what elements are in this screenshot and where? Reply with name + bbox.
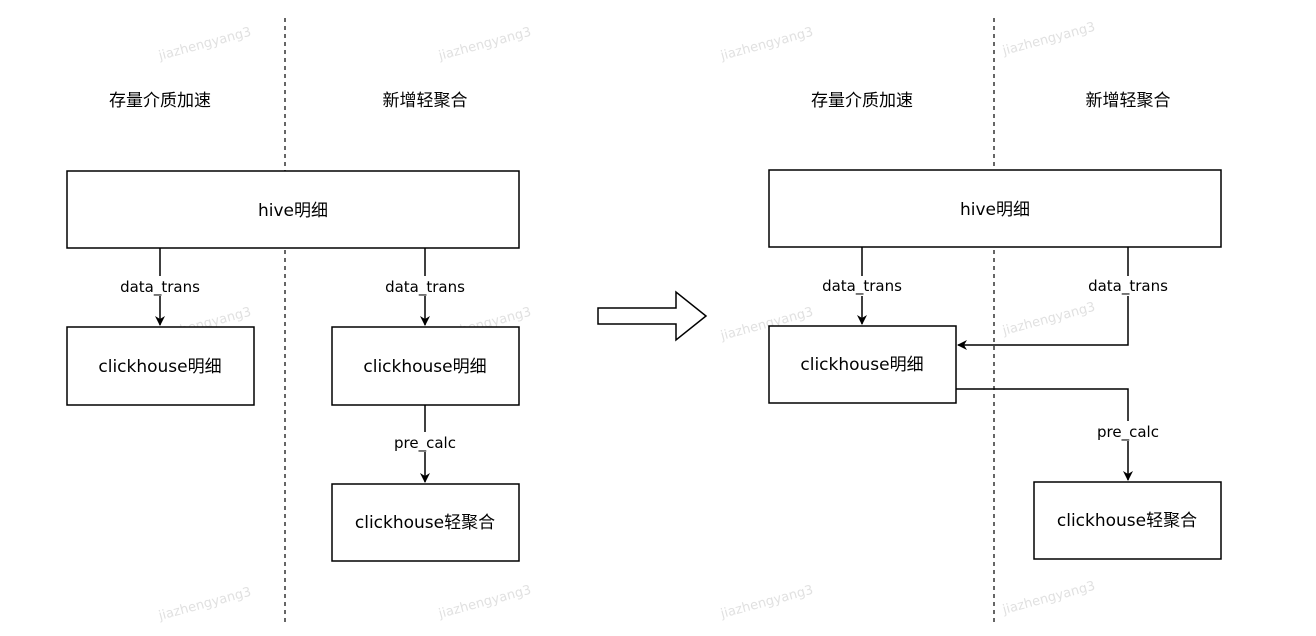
clickhouse-light-agg-label: clickhouse轻聚合 (1057, 511, 1197, 531)
watermark: jiazhengyang3 (718, 583, 815, 622)
hive-detail-node[interactable] (768, 169, 1222, 248)
watermark: jiazhengyang3 (436, 583, 533, 622)
clickhouse-detail-node-right[interactable] (331, 326, 520, 406)
hive-detail-label: hive明细 (960, 200, 1030, 220)
clickhouse-light-agg-node[interactable] (331, 483, 520, 562)
edge-label-bg (818, 276, 906, 296)
hive-detail-node[interactable] (66, 170, 520, 249)
edge-label-pre-calc: pre_calc (1097, 423, 1159, 442)
right-diagram: 存量介质加速 新增轻聚合 hive明细 clickhouse明细 clickho… (768, 18, 1222, 626)
edge-label-bg (1084, 276, 1172, 296)
clickhouse-detail-node[interactable] (768, 325, 957, 404)
edge-label-data-trans: data_trans (1088, 277, 1168, 296)
clickhouse-light-agg-label: clickhouse轻聚合 (355, 513, 495, 533)
clickhouse-detail-label: clickhouse明细 (363, 357, 486, 377)
clickhouse-detail-node-left[interactable] (66, 326, 255, 406)
edge-label-pre-calc: pre_calc (394, 434, 456, 453)
edge-label-bg (381, 276, 469, 296)
left-diagram: 存量介质加速 新增轻聚合 hive明细 clickhouse明细 clickho… (66, 18, 520, 626)
header-new-light-aggregation: 新增轻聚合 (1086, 91, 1171, 111)
watermark: jiazhengyang3 (1000, 20, 1097, 59)
edge-pre-calc (956, 388, 1133, 481)
watermark: jiazhengyang3 (436, 25, 533, 64)
watermark: jiazhengyang3 (1000, 300, 1097, 339)
clickhouse-detail-label: clickhouse明细 (800, 355, 923, 375)
header-new-light-aggregation: 新增轻聚合 (383, 91, 468, 111)
clickhouse-light-agg-node[interactable] (1033, 481, 1222, 560)
watermark: jiazhengyang3 (718, 25, 815, 64)
edge-label-bg (388, 432, 462, 452)
watermark: jiazhengyang3 (156, 585, 253, 624)
watermark: jiazhengyang3 (156, 25, 253, 64)
edge-label-data-trans: data_trans (385, 278, 465, 297)
header-existing-medium-acceleration: 存量介质加速 (811, 91, 913, 111)
hive-detail-label: hive明细 (258, 201, 328, 221)
edge-label-bg (1091, 421, 1165, 441)
edge-label-data-trans: data_trans (822, 277, 902, 296)
edge-label-bg (116, 276, 204, 296)
watermark: jiazhengyang3 (1000, 579, 1097, 618)
transition-arrow-icon (597, 290, 708, 342)
header-existing-medium-acceleration: 存量介质加速 (109, 91, 211, 111)
edge-label-data-trans: data_trans (120, 278, 200, 297)
clickhouse-detail-label: clickhouse明细 (98, 357, 221, 377)
